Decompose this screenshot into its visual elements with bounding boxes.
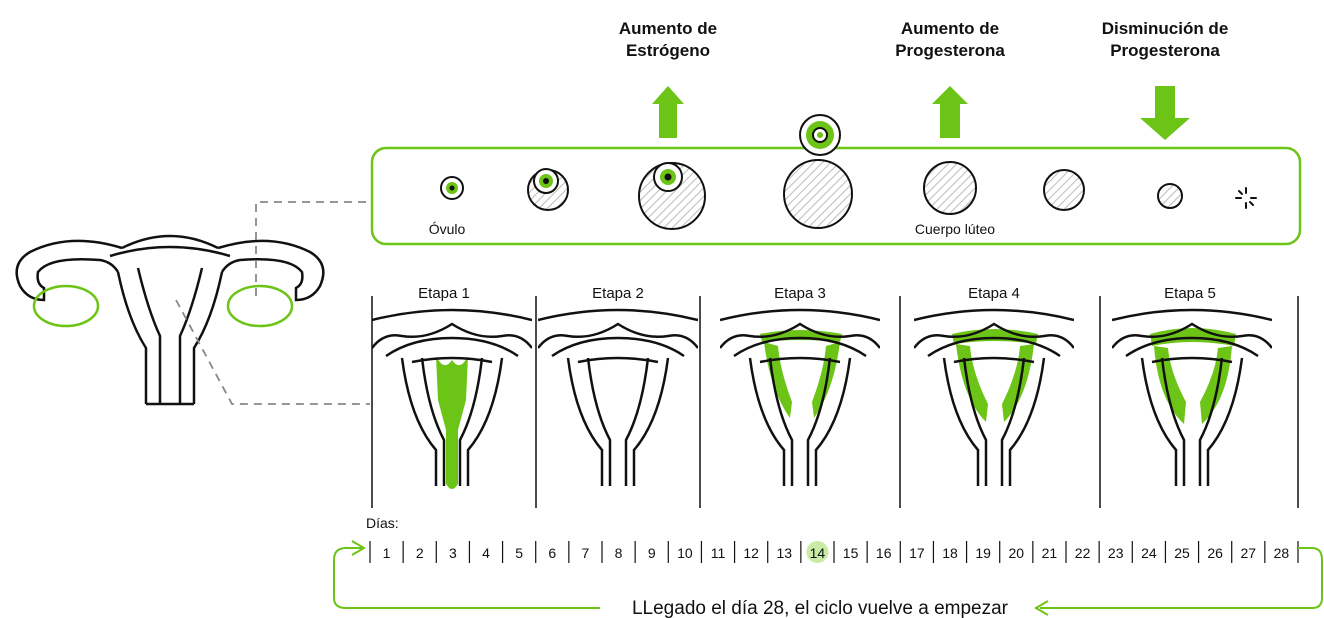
day-number: 16 <box>876 545 892 561</box>
footer-caption: LLegado el día 28, el ciclo vuelve a emp… <box>632 598 1009 618</box>
dashed-connectors <box>176 202 370 404</box>
ovum-label: Óvulo <box>429 221 466 237</box>
day-number: 13 <box>776 545 792 561</box>
hormone-label-line1: Aumento de <box>901 19 999 38</box>
stage-label-5: Etapa 5 <box>1164 285 1216 302</box>
hormone-label-line2: Progesterona <box>1110 41 1220 60</box>
day-number: 7 <box>582 545 590 561</box>
hormone-label-line2: Estrógeno <box>626 41 710 60</box>
left-ovary <box>34 286 98 326</box>
days-label: Días: <box>366 515 399 531</box>
stage-label-2: Etapa 2 <box>592 285 644 302</box>
day-number: 3 <box>449 545 457 561</box>
hormone-progesterone-fall: Disminución de Progesterona <box>1102 19 1229 140</box>
stage-label-4: Etapa 4 <box>968 285 1020 302</box>
day-number: 11 <box>711 545 726 561</box>
day-number: 19 <box>975 545 991 561</box>
day-number: 28 <box>1274 545 1290 561</box>
day-number: 8 <box>615 545 623 561</box>
day-number: 2 <box>416 545 424 561</box>
uterus-stage-3 <box>720 310 880 486</box>
ovulating-follicle <box>784 115 852 228</box>
stage-label-1: Etapa 1 <box>418 285 470 302</box>
arrow-up-icon <box>932 86 968 138</box>
day-number: 20 <box>1008 545 1024 561</box>
day-number: 24 <box>1141 545 1157 561</box>
hormone-label-line1: Aumento de <box>619 19 717 38</box>
day-number: 22 <box>1075 545 1091 561</box>
day-number: 5 <box>515 545 523 561</box>
day-number: 12 <box>743 545 759 561</box>
day-number: 4 <box>482 545 490 561</box>
day-number: 21 <box>1042 545 1058 561</box>
day-number: 17 <box>909 545 925 561</box>
day-number: 23 <box>1108 545 1124 561</box>
day-number: 27 <box>1240 545 1256 561</box>
uterus-stage-4 <box>914 310 1074 486</box>
corpus-luteum-label: Cuerpo lúteo <box>915 221 995 237</box>
corpus-luteum-shrinking <box>1044 170 1084 210</box>
stage-separators <box>372 296 1298 508</box>
hormone-estrogen-rise: Aumento de Estrógeno <box>619 19 717 138</box>
arrow-down-icon <box>1140 86 1190 140</box>
reproductive-system-illustration <box>17 236 324 404</box>
follicle-stage-1 <box>441 177 463 199</box>
day-number: 26 <box>1207 545 1223 561</box>
uterus-stage-2 <box>538 310 698 486</box>
corpus-luteum-small <box>1158 184 1182 208</box>
follicle-stage-3 <box>639 163 705 229</box>
day-number: 10 <box>677 545 693 561</box>
follicle-stage-2 <box>528 169 568 210</box>
right-ovary <box>228 286 292 326</box>
day-number: 1 <box>383 545 391 561</box>
hormone-progesterone-rise: Aumento de Progesterona <box>895 19 1005 138</box>
day-number: 14 <box>810 545 826 561</box>
uterus-stage-5 <box>1112 310 1272 486</box>
day-number: 18 <box>942 545 958 561</box>
day-number: 9 <box>648 545 656 561</box>
corpus-luteum <box>924 162 976 214</box>
stage-label-3: Etapa 3 <box>774 285 826 302</box>
day-number: 25 <box>1174 545 1190 561</box>
day-number: 6 <box>548 545 556 561</box>
arrow-up-icon <box>652 86 684 138</box>
day-number: 15 <box>843 545 859 561</box>
hormone-label-line1: Disminución de <box>1102 19 1229 38</box>
uterus-stage-1 <box>372 310 532 489</box>
hormone-label-line2: Progesterona <box>895 41 1005 60</box>
